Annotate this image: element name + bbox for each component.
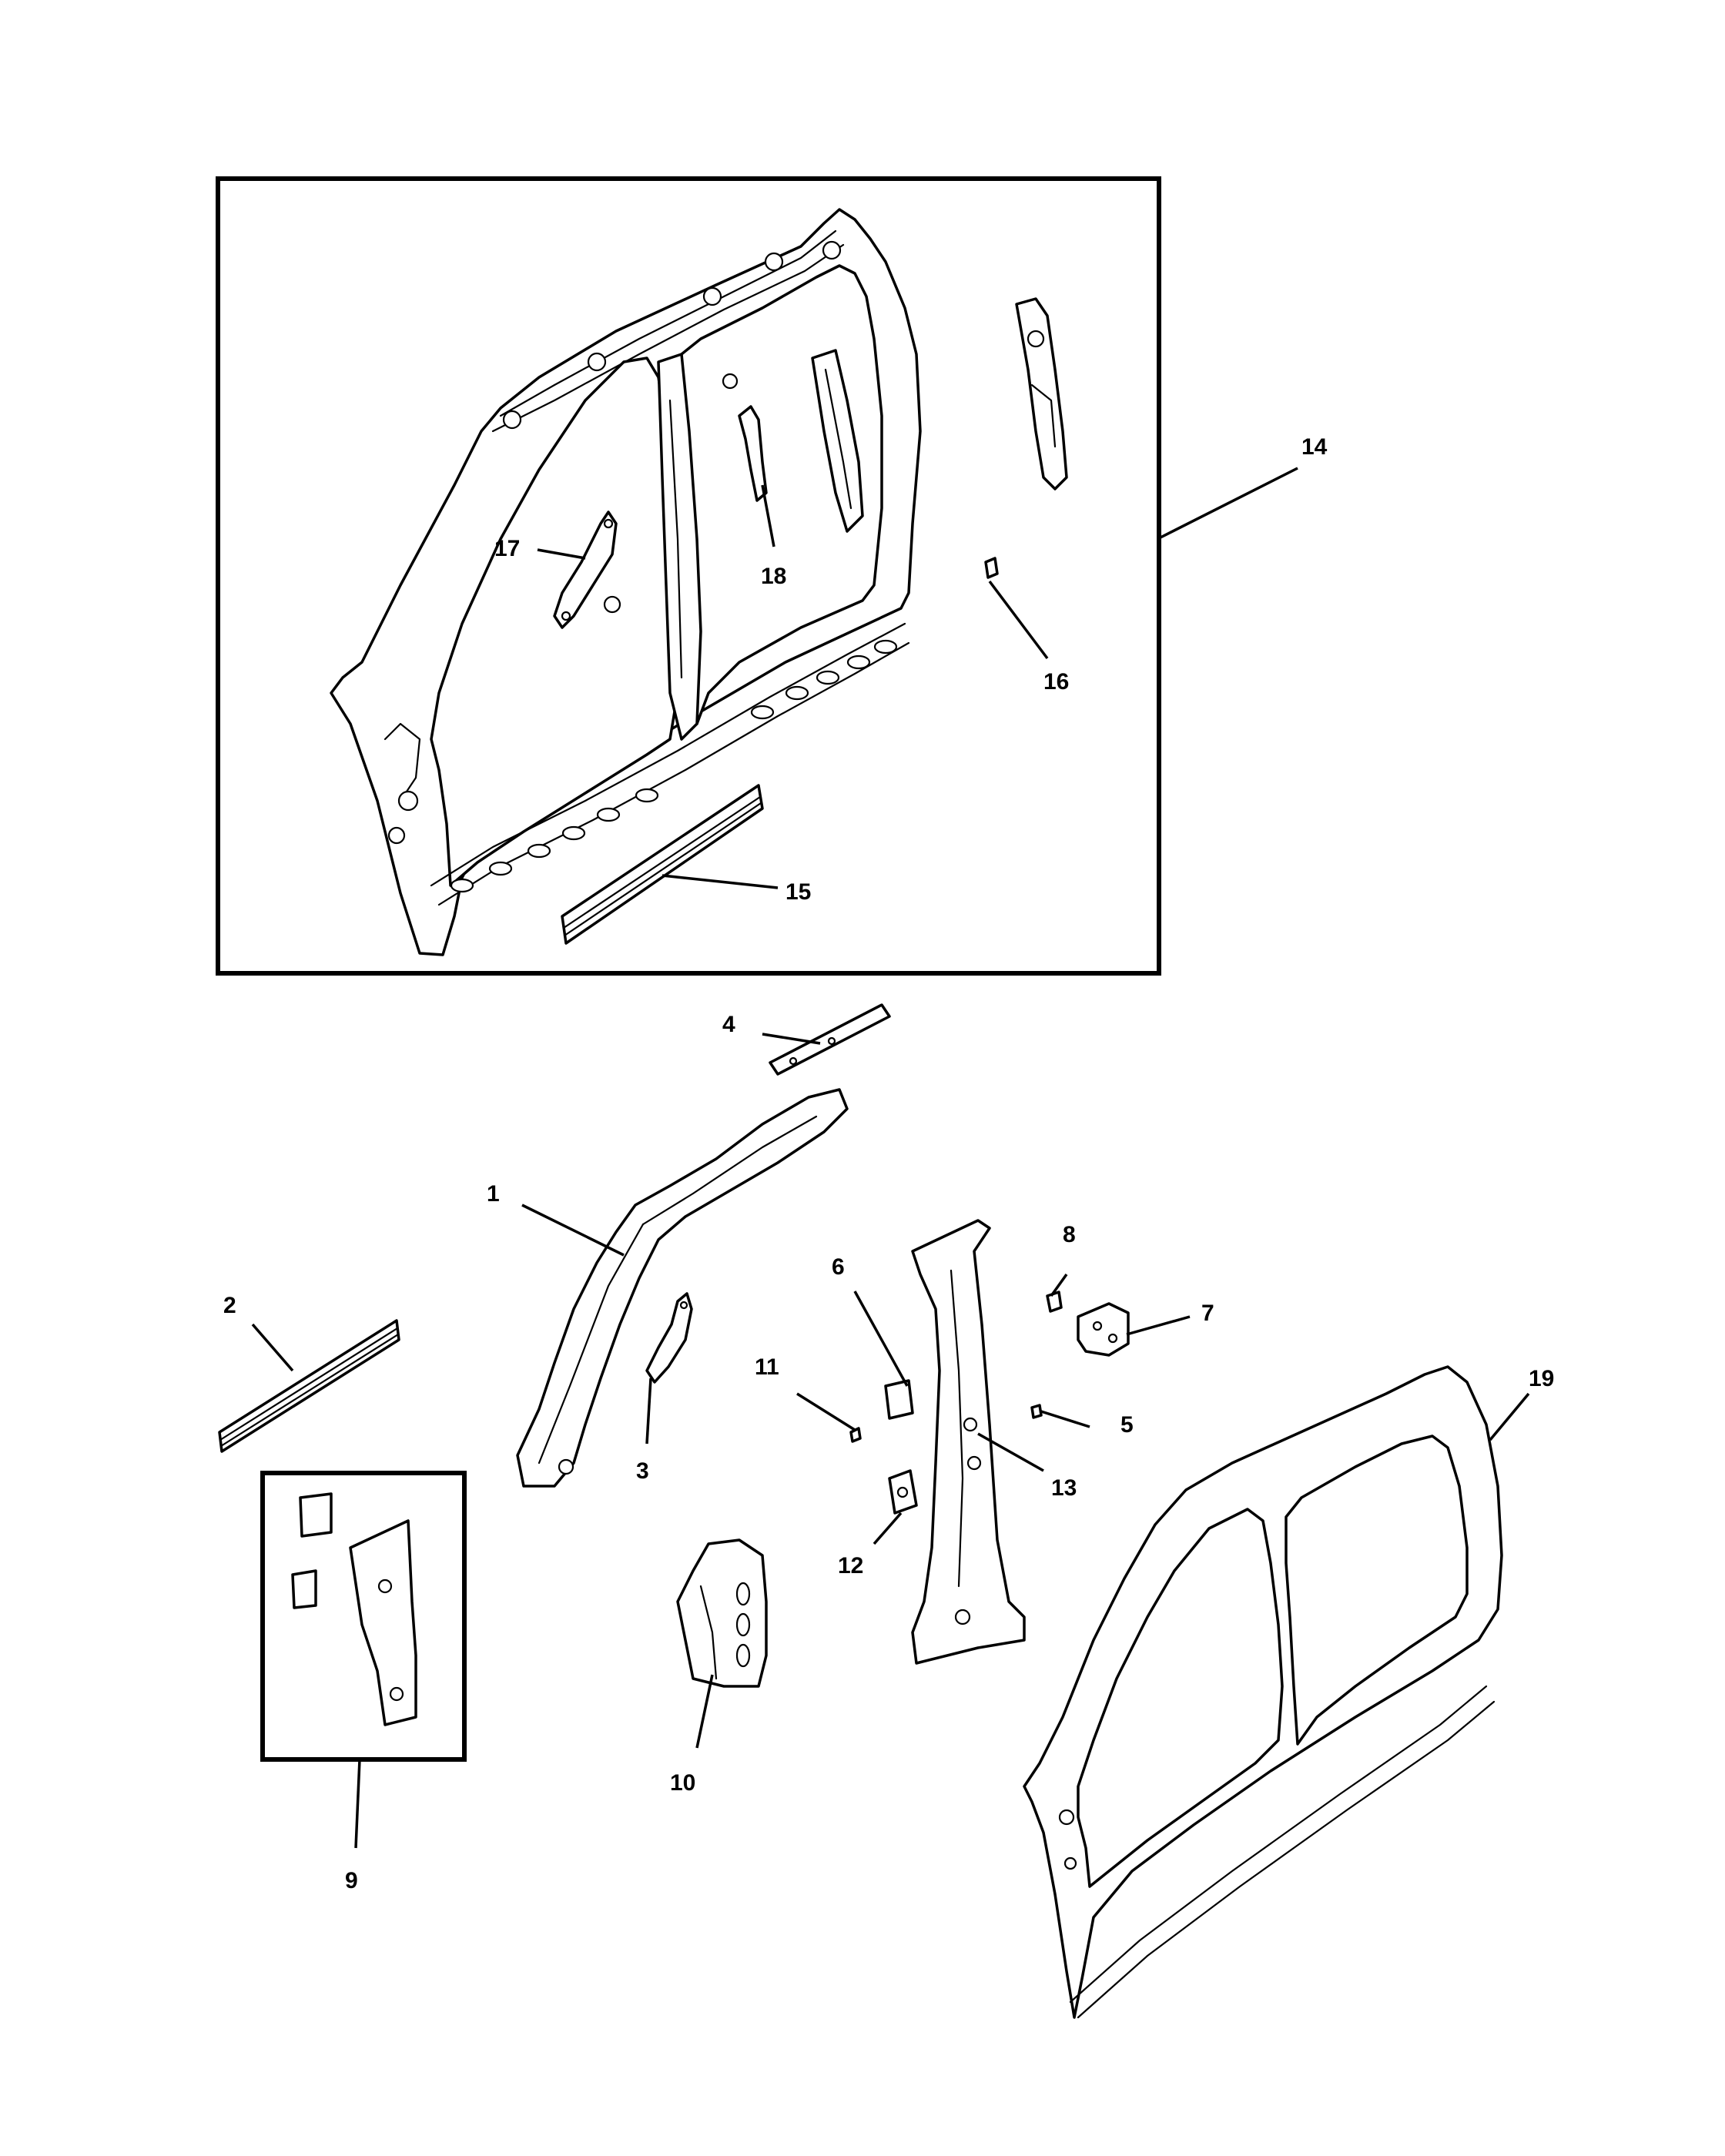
callout-16: 16 xyxy=(1043,669,1069,695)
inner-b-pillar xyxy=(657,353,702,741)
part-15-sill-reinforcement xyxy=(561,784,764,945)
part-19-body-side-outer xyxy=(1023,1365,1503,2019)
callout-3: 3 xyxy=(636,1458,649,1484)
callout-5: 5 xyxy=(1120,1412,1134,1438)
rear-pillar-reinforcement xyxy=(811,349,864,533)
callout-9: 9 xyxy=(345,1868,358,1893)
part-6-plate xyxy=(884,1379,914,1420)
part-2-sill xyxy=(218,1319,400,1453)
callout-4: 4 xyxy=(722,1012,735,1037)
leader-lines xyxy=(251,467,1530,1849)
callout-12: 12 xyxy=(838,1553,863,1578)
part-13-b-pillar xyxy=(911,1219,1026,1665)
callout-8: 8 xyxy=(1063,1222,1076,1247)
callout-labels: 14 17 18 16 15 4 1 2 3 11 6 8 7 5 13 12 … xyxy=(223,434,1554,1893)
d-pillar-piece xyxy=(1015,297,1068,490)
part-10-lower-pillar xyxy=(676,1538,768,1688)
callout-18: 18 xyxy=(761,564,786,589)
callout-19: 19 xyxy=(1529,1366,1554,1391)
part-3-bracket xyxy=(645,1292,693,1384)
part-5-clip xyxy=(1030,1404,1043,1419)
part-18-bracket xyxy=(722,373,768,502)
callout-6: 6 xyxy=(832,1254,845,1280)
callout-11: 11 xyxy=(755,1354,779,1380)
callout-13: 13 xyxy=(1051,1475,1077,1501)
callout-7: 7 xyxy=(1201,1301,1214,1326)
callout-1: 1 xyxy=(487,1181,500,1207)
part-9-components xyxy=(291,1492,417,1726)
part-1-roof-rail-inner xyxy=(516,1088,849,1488)
callout-14: 14 xyxy=(1301,434,1328,460)
part-12-plate xyxy=(888,1469,918,1515)
body-side-outer-panel xyxy=(330,208,922,956)
callout-2: 2 xyxy=(223,1293,236,1318)
part-17-bracket xyxy=(553,511,621,629)
assembly-14-frame xyxy=(216,176,1161,976)
part-16-clip xyxy=(984,557,999,579)
part-4-strip xyxy=(769,1003,891,1076)
part-9-frame xyxy=(260,1471,467,1762)
part-8-clip xyxy=(1046,1291,1063,1313)
callout-17: 17 xyxy=(494,536,520,561)
callout-10: 10 xyxy=(670,1770,695,1796)
part-7-bracket xyxy=(1077,1302,1130,1357)
callout-15: 15 xyxy=(785,879,811,905)
part-11-clip xyxy=(849,1427,862,1443)
